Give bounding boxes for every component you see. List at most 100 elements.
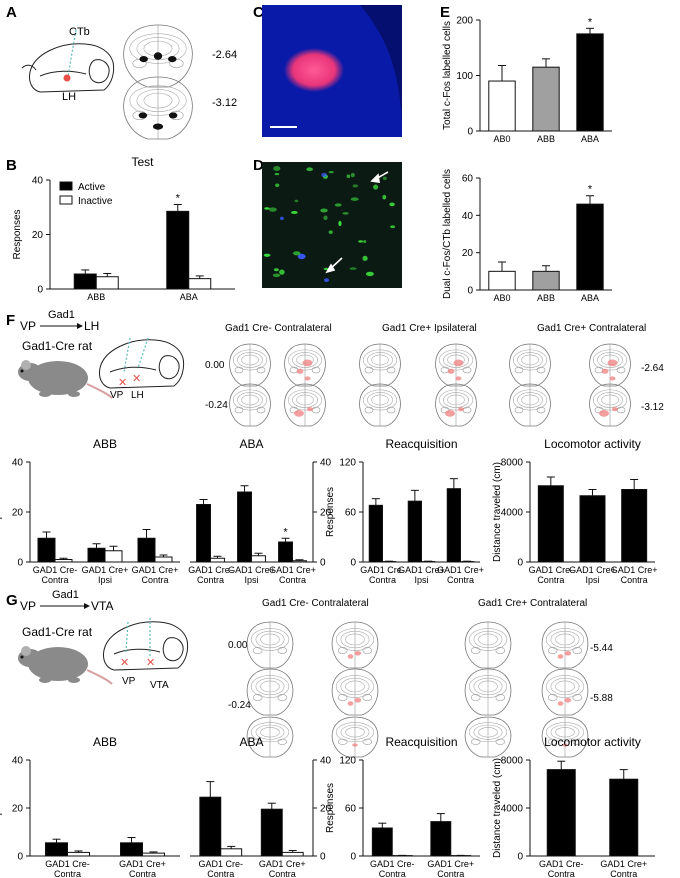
cell-mark: [365, 271, 374, 277]
y-tick-label: 40: [32, 176, 44, 187]
coord-label: -0.24: [205, 400, 228, 411]
x-tick-label: GAD1 Cre+Contra: [437, 565, 484, 585]
y-tick-label: 40: [12, 458, 24, 469]
cell-mark: [363, 239, 367, 244]
cell-mark: [328, 171, 334, 174]
cell-mark: [352, 184, 359, 188]
cell-mark: [390, 225, 396, 229]
x-tick-label-line: Contra: [447, 575, 474, 585]
y-tick-label: 0: [37, 285, 43, 296]
label-blob: [294, 410, 304, 417]
injection-needle: [125, 621, 129, 653]
bar: [196, 504, 211, 563]
y-axis-label: Responses: [325, 487, 336, 537]
y-tick-label: 0: [17, 852, 23, 863]
bar: [292, 560, 307, 563]
section-contour: [572, 694, 583, 702]
panel-letter-b: B: [6, 157, 17, 174]
bar: [251, 555, 266, 563]
region-label: LH: [62, 91, 76, 103]
coronal-section: [509, 383, 551, 427]
x-tick-label-line: ABB: [537, 134, 555, 144]
significance-asterisk: *: [588, 16, 593, 28]
y-axis-label: Responses: [0, 487, 3, 537]
label-blob: [458, 407, 464, 412]
x-tick-label-line: Contra: [279, 575, 306, 585]
section-contour: [462, 366, 472, 374]
cell-mark: [292, 251, 301, 256]
y-tick-label: 20: [12, 508, 24, 519]
cell-mark: [350, 172, 355, 178]
legend-label: Inactive: [78, 196, 113, 207]
panel-f-sagittal-brain: [99, 339, 185, 389]
section-contour: [234, 366, 244, 374]
group-title: Gad1 Cre+ Contralateral: [537, 323, 646, 334]
cell-mark: [389, 202, 395, 207]
label-blob: [139, 56, 148, 63]
x-tick-label-line: Contra: [129, 869, 156, 878]
cell-mark: [373, 184, 379, 190]
y-tick-label: 4000: [501, 804, 524, 815]
panel-letter-e: E: [440, 4, 450, 21]
bar: [67, 851, 90, 857]
chart-title: Reacquisition: [385, 735, 457, 749]
y-tick-label: 20: [32, 230, 44, 241]
label-blob: [152, 123, 164, 130]
circuit-promoter: Gad1: [52, 589, 79, 601]
section-contour: [337, 647, 348, 655]
section-contour: [337, 738, 348, 745]
x-tick-label-line: Ipsi: [414, 575, 428, 585]
y-tick-label: 8000: [501, 458, 524, 469]
coronal-section: [464, 716, 512, 758]
sag-label: VP: [110, 390, 124, 401]
cell-mark: [362, 255, 368, 261]
cell-mark: [382, 176, 387, 181]
bar: [188, 278, 212, 290]
x-tick-label: GAD1 Cre+Ipsi: [82, 565, 129, 585]
label-blob: [564, 697, 572, 703]
bar: [220, 848, 243, 857]
panel-letter-c: C: [253, 4, 264, 21]
cell-mark: [338, 220, 342, 227]
section-contour: [364, 406, 374, 414]
coronal-section: [435, 383, 477, 427]
y-tick-label: 20: [320, 508, 332, 519]
x-tick-label-line: Contra: [548, 869, 575, 878]
cell-mark: [272, 273, 281, 278]
section-contour: [386, 406, 396, 414]
labelled-cells: [263, 165, 396, 283]
bar: [260, 808, 283, 857]
coronal-section: [541, 621, 589, 669]
x-tick-label: GAD1 Cre+Ipsi: [398, 565, 445, 585]
sag-label: VP: [122, 676, 136, 687]
label-blob: [607, 359, 618, 367]
bar: [532, 270, 560, 291]
y-tick-label: 0: [350, 558, 356, 569]
label-blob: [455, 376, 462, 381]
section-contour: [470, 647, 481, 655]
cell-mark: [334, 203, 342, 207]
label-blob: [304, 376, 311, 381]
section-contour: [547, 694, 558, 702]
y-tick-label: 60: [462, 174, 474, 185]
circuit-promoter: Gad1: [48, 309, 75, 321]
cell-mark: [323, 215, 328, 221]
label-blob: [564, 650, 572, 656]
coronal-section: [464, 668, 512, 716]
panel-g-coronal-sections: [246, 621, 589, 758]
chart-title: Locomotor activity: [544, 735, 641, 749]
x-tick-label: GAD1 Cre-Contra: [33, 565, 78, 585]
cell-mark: [275, 183, 280, 187]
x-tick-label: GAD1 Cre+Ipsi: [228, 565, 275, 585]
bar: [430, 821, 452, 857]
section-contour: [536, 366, 546, 374]
coronal-section: [589, 383, 631, 427]
label-blob: [307, 407, 313, 412]
panel-letter-f: F: [6, 312, 15, 329]
y-tick-label: 20: [462, 248, 474, 259]
circuit-source: VP: [20, 599, 36, 613]
x-tick-label-line: Contra: [537, 575, 564, 585]
